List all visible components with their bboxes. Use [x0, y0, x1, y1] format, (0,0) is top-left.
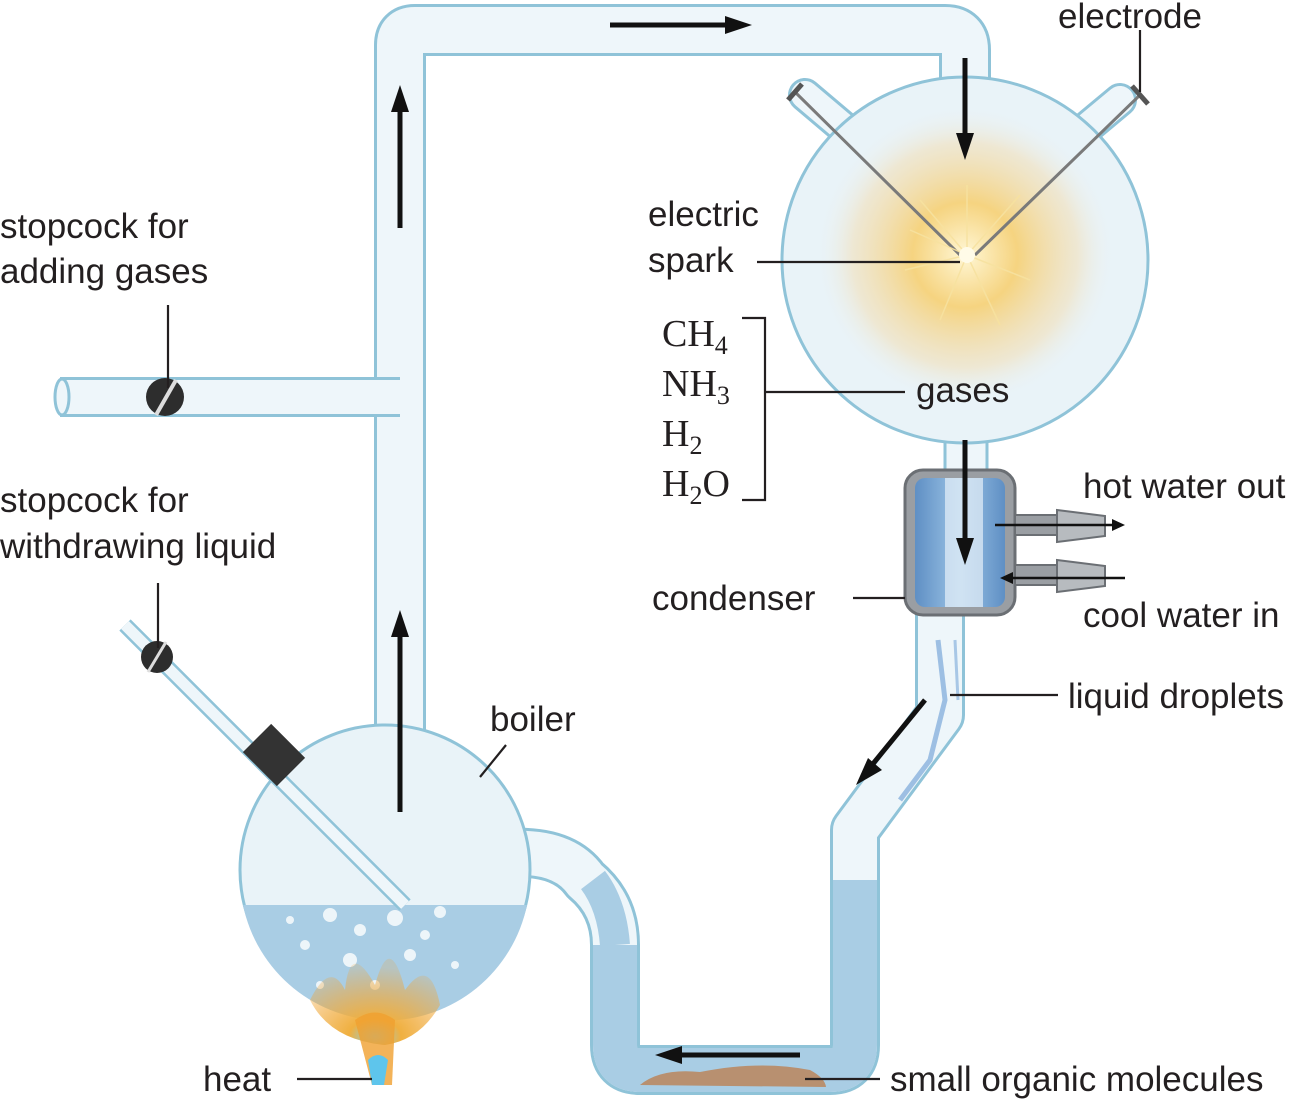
label-condenser: condenser — [652, 579, 816, 618]
label-hot-water-out: hot water out — [1083, 467, 1286, 506]
electrode-left — [793, 90, 962, 257]
spark-flask — [780, 75, 1150, 445]
formula-water: H2O — [662, 463, 730, 510]
electrode-right — [973, 93, 1142, 257]
label-gases: gases — [916, 371, 1009, 410]
label-stopcock-liquid-line2: withdrawing liquid — [0, 527, 276, 566]
flow-arrows — [391, 16, 974, 1064]
label-electrode: electrode — [1058, 0, 1202, 36]
label-small-organic-molecules: small organic molecules — [890, 1060, 1263, 1099]
label-liquid-droplets: liquid droplets — [1068, 677, 1284, 716]
label-boiler: boiler — [490, 700, 576, 739]
formula-hydrogen: H2 — [662, 413, 702, 460]
label-electric-spark-line1: electric — [648, 195, 759, 234]
arrow-right-top — [725, 16, 752, 34]
flame — [310, 958, 440, 1045]
label-cool-water-in: cool water in — [1083, 596, 1279, 635]
arrow-left-bottom — [655, 1046, 682, 1064]
stopcock-adding-gases — [146, 378, 184, 416]
organic-sediment — [640, 1065, 826, 1087]
formula-ammonia: NH3 — [662, 363, 730, 410]
boiler — [238, 723, 532, 1085]
boiler-stopper — [242, 723, 306, 787]
label-stopcock-liquid-line1: stopcock for — [0, 481, 189, 520]
arrow-up-lower — [391, 610, 409, 637]
labels: electrode electric spark stopcock for ad… — [0, 0, 1286, 1099]
spark-center — [959, 247, 975, 263]
label-stopcock-gases-line2: adding gases — [0, 252, 208, 291]
arrow-down-left — [856, 758, 882, 785]
stopcock-withdrawing-liquid — [141, 641, 173, 673]
arrow-down-condenser — [956, 538, 974, 565]
gas-formulas: CH4 NH3 H2 H2O — [662, 313, 730, 510]
arrow-down-into-flask — [956, 133, 974, 160]
withdrawing-tube — [119, 619, 411, 911]
label-heat: heat — [203, 1060, 271, 1099]
cool-water-nozzle — [1056, 558, 1106, 594]
label-electric-spark-line2: spark — [648, 241, 734, 280]
label-stopcock-gases-line1: stopcock for — [0, 207, 189, 246]
formula-methane: CH4 — [662, 313, 728, 360]
leader-lines — [156, 30, 1142, 1081]
arrow-up-upper — [391, 85, 409, 112]
